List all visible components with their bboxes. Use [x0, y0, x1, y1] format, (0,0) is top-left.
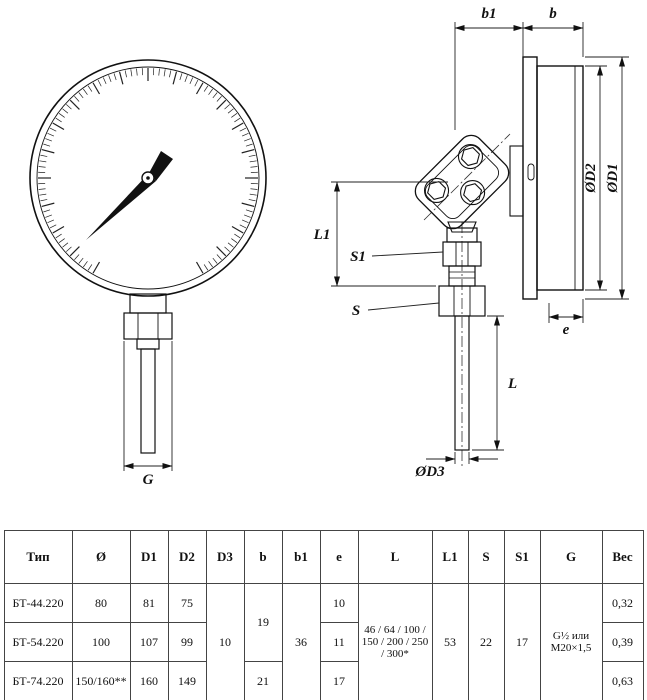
front-view: G	[29, 59, 267, 488]
dimension-label-d2: ØD2	[583, 163, 599, 194]
cell-dia: 150/160**	[71, 661, 131, 700]
cell-e: 10	[319, 583, 359, 623]
dial-tick-ring	[38, 68, 258, 274]
header-d1: D1	[129, 530, 169, 584]
dimension-d3: ØD3	[414, 452, 498, 480]
side-view: b1 b ØD2 ØD1 e L1	[313, 6, 629, 480]
header-d2: D2	[167, 530, 207, 584]
cell-b1: 36	[281, 583, 321, 700]
dimension-b1-b: b1 b	[454, 6, 584, 130]
needle	[86, 151, 173, 240]
dimension-label-g: G	[143, 472, 154, 488]
spec-table: Тип Ø D1 D2 D3 b b1 e L L1 S S1 G Вес БТ…	[3, 530, 644, 700]
cell-d3: 10	[205, 583, 245, 700]
cell-e: 17	[319, 661, 359, 700]
header-s1: S1	[503, 530, 541, 584]
cell-d2: 99	[167, 622, 207, 662]
header-s: S	[467, 530, 505, 584]
cell-tip: БТ-74.220	[3, 661, 73, 700]
cell-ves: 0,32	[601, 583, 644, 623]
header-tip: Тип	[3, 530, 73, 584]
table-header-row: Тип Ø D1 D2 D3 b b1 e L L1 S S1 G Вес	[3, 530, 644, 584]
table-row: БТ-44.220 80 81 75 10 19 36 10 46 / 64 /…	[3, 583, 644, 700]
cell-d1: 81	[129, 583, 169, 623]
cell-s: 22	[467, 583, 505, 700]
dimension-label-d1: ØD1	[605, 163, 621, 193]
table-row: БТ-54.220 100 107 99 11 0,39	[3, 622, 644, 662]
cell-g: G½ или M20×1,5	[539, 583, 603, 700]
cell-dia: 100	[71, 622, 131, 662]
dimension-label-l1: L1	[313, 227, 331, 243]
stem-assembly	[438, 227, 486, 451]
cell-l1: 53	[431, 583, 469, 700]
dimension-d1-d2: ØD2 ØD1	[583, 56, 629, 300]
header-b1: b1	[281, 530, 321, 584]
dimension-l1: L1	[313, 181, 448, 287]
cell-tip: БТ-44.220	[3, 583, 73, 623]
dimension-label-b1: b1	[482, 6, 497, 22]
cell-d1: 107	[129, 622, 169, 662]
dimension-label-s: S	[352, 303, 360, 319]
labels-s1-s: S1 S	[350, 249, 444, 319]
header-b: b	[243, 530, 283, 584]
dimension-label-l: L	[507, 376, 517, 392]
header-l1: L1	[431, 530, 469, 584]
case-side	[522, 56, 584, 300]
dimension-l: L	[472, 315, 517, 451]
cell-e: 11	[319, 622, 359, 662]
dimension-label-d3: ØD3	[414, 464, 445, 480]
cell-ves: 0,39	[601, 622, 644, 662]
dimension-label-b: b	[549, 6, 557, 22]
dimension-e: e	[548, 299, 584, 338]
header-e: e	[319, 530, 359, 584]
front-stem-assembly	[123, 293, 173, 454]
header-dia: Ø	[71, 530, 131, 584]
cell-tip: БТ-54.220	[3, 622, 73, 662]
centerlines	[423, 133, 511, 468]
header-d3: D3	[205, 530, 245, 584]
table-row: БТ-74.220 150/160** 160 149 21 17 0,63	[3, 661, 644, 700]
header-g: G	[539, 530, 603, 584]
dimension-label-e: e	[563, 322, 570, 338]
thermometer-drawing: G	[29, 6, 629, 488]
cell-d1: 160	[129, 661, 169, 700]
cell-dia: 80	[71, 583, 131, 623]
cell-ves: 0,63	[601, 661, 644, 700]
header-ves: Вес	[601, 530, 644, 584]
cell-s1: 17	[503, 583, 541, 700]
dimension-G: G	[123, 341, 173, 488]
header-l: L	[357, 530, 433, 584]
hinge-mechanism	[414, 134, 524, 233]
cell-b-top: 19	[243, 583, 283, 662]
cell-d2: 149	[167, 661, 207, 700]
cell-b-bottom: 21	[243, 661, 283, 700]
dimension-label-s1: S1	[350, 249, 366, 265]
cell-l: 46 / 64 / 100 / 150 / 200 / 250 / 300*	[357, 583, 433, 700]
cell-d2: 75	[167, 583, 207, 623]
